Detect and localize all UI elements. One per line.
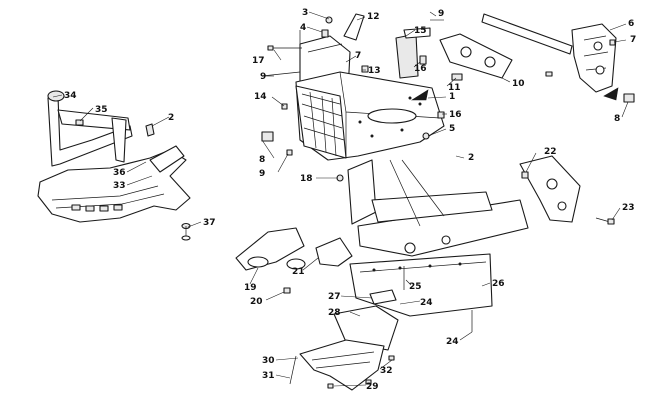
callout-15: 15 bbox=[414, 26, 427, 36]
callout-37: 37 bbox=[203, 218, 216, 228]
callout-33: 33 bbox=[113, 181, 126, 191]
callout-26: 26 bbox=[492, 279, 505, 289]
callout-9: 9 bbox=[259, 169, 265, 179]
callout-29: 29 bbox=[366, 382, 379, 392]
callout-19: 19 bbox=[244, 283, 257, 293]
callout-9: 9 bbox=[260, 72, 266, 82]
callout-16: 16 bbox=[449, 110, 462, 120]
callout-31: 31 bbox=[262, 371, 275, 381]
callout-22: 22 bbox=[544, 147, 557, 157]
callout-13: 13 bbox=[368, 66, 381, 76]
callout-9: 9 bbox=[438, 9, 444, 19]
callout-17: 17 bbox=[252, 56, 265, 66]
callout-8: 8 bbox=[259, 155, 265, 165]
callout-30: 30 bbox=[262, 356, 275, 366]
callout-35: 35 bbox=[95, 105, 108, 115]
front-bumper-assembly bbox=[37, 90, 191, 241]
lower-skid-parts bbox=[289, 289, 399, 391]
callout-12: 12 bbox=[367, 12, 380, 22]
callout-23: 23 bbox=[622, 203, 635, 213]
callout-20: 20 bbox=[250, 297, 263, 307]
callout-2: 2 bbox=[168, 113, 174, 123]
upper-small-parts bbox=[261, 13, 513, 182]
callout-32: 32 bbox=[380, 366, 393, 376]
callout-21: 21 bbox=[292, 267, 305, 277]
callout-4: 4 bbox=[300, 23, 306, 33]
callout-5: 5 bbox=[449, 124, 455, 134]
leader-lines bbox=[52, 11, 629, 387]
callout-7: 7 bbox=[355, 51, 361, 61]
lower-left-brackets bbox=[235, 227, 353, 294]
bulkhead-assembly bbox=[295, 35, 445, 161]
callout-1: 1 bbox=[449, 92, 455, 102]
callout-2: 2 bbox=[468, 153, 474, 163]
callout-6: 6 bbox=[628, 19, 634, 29]
callout-34: 34 bbox=[64, 91, 77, 101]
callout-36: 36 bbox=[113, 168, 126, 178]
callout-18: 18 bbox=[300, 174, 313, 184]
callout-11: 11 bbox=[448, 83, 461, 93]
upper-right-bracket bbox=[481, 13, 635, 103]
right-bracket bbox=[519, 155, 615, 225]
callout-7: 7 bbox=[630, 35, 636, 45]
callout-10: 10 bbox=[512, 79, 525, 89]
callout-8: 8 bbox=[614, 114, 620, 124]
callout-25: 25 bbox=[409, 282, 422, 292]
callout-16: 16 bbox=[414, 64, 427, 74]
callout-14: 14 bbox=[254, 92, 267, 102]
callout-labels: 1 2 2 3 4 5 6 7 7 8 8 9 9 9 10 11 12 13 … bbox=[64, 8, 636, 392]
callout-3: 3 bbox=[302, 8, 308, 18]
callout-28: 28 bbox=[328, 308, 341, 318]
callout-24: 24 bbox=[446, 337, 459, 347]
callout-27: 27 bbox=[328, 292, 341, 302]
callout-24: 24 bbox=[420, 298, 433, 308]
